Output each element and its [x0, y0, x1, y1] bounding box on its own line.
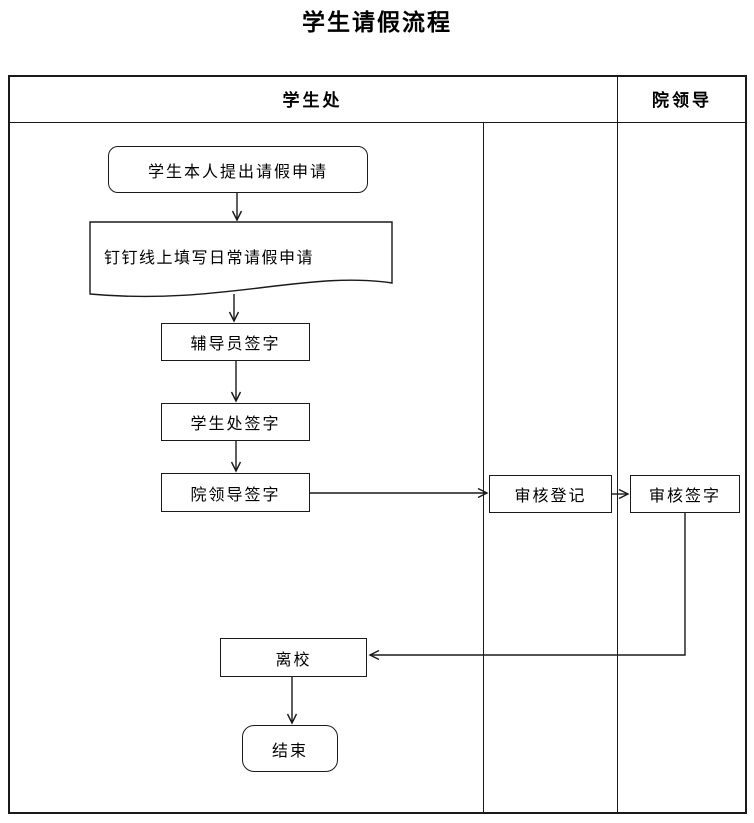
flow-node-review-register: 审核登记 — [489, 475, 612, 513]
flow-node-leave-school: 离校 — [220, 638, 367, 677]
page-title: 学生请假流程 — [302, 10, 452, 35]
flow-node-student-affairs-sign: 学生处签字 — [161, 403, 310, 441]
flow-node-online-form: 钉钉线上填写日常请假申请 — [104, 250, 315, 267]
flow-node-counselor-sign: 辅导员签字 — [161, 323, 310, 361]
flow-node-start: 学生本人提出请假申请 — [108, 146, 368, 193]
lane-divider-college-leader — [617, 75, 619, 814]
flow-node-college-leader-sign: 院领导签字 — [161, 473, 310, 512]
lane-inner-divider — [483, 123, 485, 814]
flow-node-review-sign: 审核签字 — [630, 475, 740, 513]
lane-header-student-affairs: 学生处 — [282, 91, 343, 110]
swimlane-table-border — [8, 75, 747, 814]
document-shape-icon — [89, 221, 393, 298]
flow-node-end: 结束 — [242, 725, 338, 772]
header-divider-line — [8, 122, 747, 124]
lane-header-college-leader: 院领导 — [652, 91, 712, 110]
